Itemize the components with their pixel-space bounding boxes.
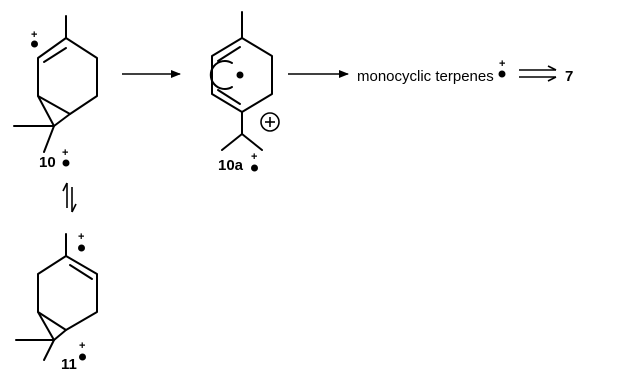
- product-label-7: 7: [565, 68, 573, 85]
- radical-plus-sign: +: [78, 231, 84, 243]
- radical-plus-sign: +: [251, 151, 257, 163]
- radical-dot: [498, 70, 506, 78]
- radical-dot: [251, 164, 258, 172]
- molecule-10a: 10a +: [209, 11, 280, 174]
- carbocation-circle: [260, 112, 280, 132]
- radical-dot: [62, 159, 70, 167]
- multistep-arrow: [519, 65, 557, 82]
- radical-dot: [31, 40, 38, 48]
- radical-plus-sign: +: [79, 340, 85, 352]
- radical-dot: [236, 71, 244, 79]
- compound-label-10: 10: [39, 154, 56, 171]
- compound-label-11: 11: [61, 356, 77, 372]
- compound-label-10a: 10a: [218, 157, 244, 174]
- molecule-11: + 11 +: [15, 231, 98, 372]
- molecule-10: + 10 +: [13, 15, 98, 171]
- radical-plus-sign: +: [31, 29, 37, 41]
- radical-dot: [79, 353, 86, 361]
- equilibrium-arrows: [62, 182, 77, 213]
- monocyclic-terpenes-text: monocyclic terpenes: [357, 68, 494, 85]
- radical-plus-sign: +: [62, 147, 68, 159]
- radical-dot: [78, 244, 85, 252]
- radical-plus-sign: +: [499, 58, 505, 70]
